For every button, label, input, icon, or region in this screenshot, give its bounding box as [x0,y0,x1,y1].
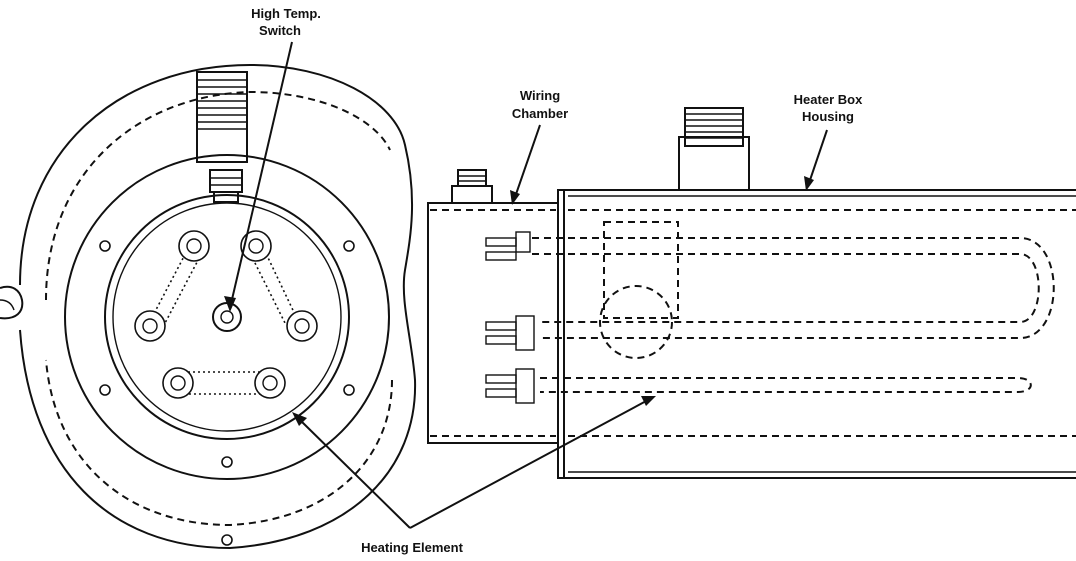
switch-outline [599,221,679,359]
end-view-pipe [0,285,24,320]
label-heating-element: Heating Element [361,540,464,555]
plate-nut-icon [209,169,243,203]
inner-plate [104,194,350,440]
label-high-temp-switch-1: High Temp. [251,6,321,21]
terminal-nuts [134,230,318,399]
label-heater-box-housing-2: Housing [802,109,854,124]
end-view-outer-body [19,63,417,550]
side-view [427,107,1076,479]
end-view-dashed-outline [45,90,393,527]
label-wiring-chamber-2: Chamber [512,106,568,121]
terminal-studs [485,231,535,404]
flange [64,154,390,480]
wiring-chamber [427,169,1076,444]
heating-element-loops [532,237,1055,393]
housing-fitting-icon [678,107,750,191]
heater-box-housing [557,189,1076,479]
label-heater-box-housing-1: Heater Box [794,92,863,107]
leader-lines [224,41,828,529]
end-view [0,63,417,550]
top-fitting-icon [196,71,248,163]
flange-bolt-holes [99,240,355,546]
label-wiring-chamber-1: Wiring [520,88,560,103]
label-high-temp-switch-2: Switch [259,23,301,38]
center-switch [212,302,242,332]
